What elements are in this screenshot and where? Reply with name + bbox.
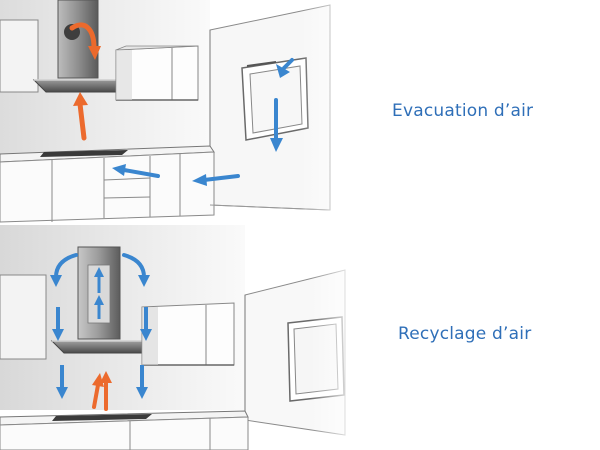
recirculated-air-left-curve [54, 253, 78, 279]
warm-air-arrow-left [92, 383, 100, 409]
base-cabinets [0, 151, 215, 223]
recirculation-kitchen-illustration [0, 225, 360, 450]
extraction-mode-label: Evacuation d’air [392, 101, 534, 121]
extraction-mode-panel: Evacuation d’air [0, 0, 534, 225]
cooktop [40, 150, 128, 157]
wall-cabinet-left [0, 19, 39, 93]
warm-air-rising-arrow [77, 101, 87, 141]
base-cabinets [0, 416, 249, 450]
recirculation-filter [87, 264, 111, 324]
recirculation-mode-label: Recyclage d’air [398, 324, 532, 344]
warm-air-exhaust-arrow [69, 22, 97, 51]
wall-cabinet-left [0, 274, 47, 360]
fresh-air-floor-arrow [202, 174, 240, 182]
recirculation-mode-panel: Recyclage d’air [0, 225, 600, 450]
recirculated-air-right-curve [122, 253, 146, 279]
extraction-kitchen-illustration [0, 0, 360, 225]
fresh-air-room-arrow [122, 168, 160, 178]
cooktop [52, 414, 152, 421]
fresh-air-window-arrow-top [282, 58, 294, 70]
